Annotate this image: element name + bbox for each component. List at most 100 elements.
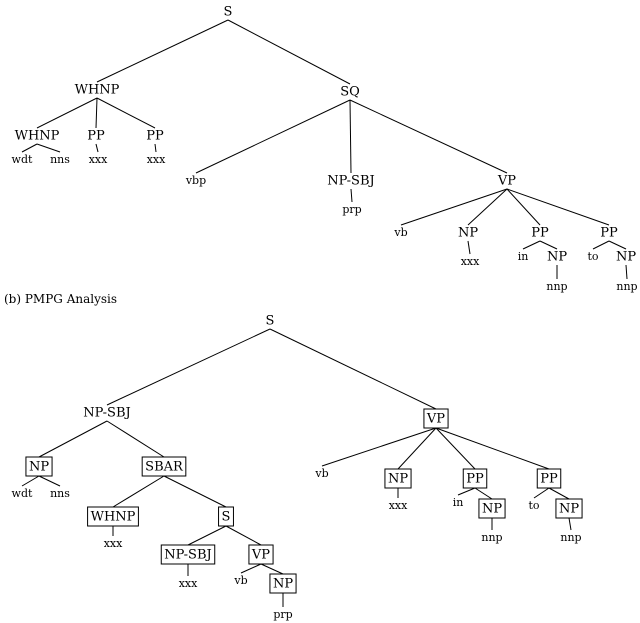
tree-b-edge-vp-pp1 <box>435 427 476 470</box>
tree-b-edge-s-vp <box>269 328 437 410</box>
node-boxes <box>25 408 583 594</box>
tree-b-edge-vp-pp2 <box>435 427 550 470</box>
tree-a-edge-s-whnp <box>96 19 229 83</box>
tree-a-edge-vp-vb <box>400 188 508 226</box>
tree-a-edge-whnp2-nns <box>36 143 61 153</box>
tree-b-box-np4 <box>555 498 583 519</box>
tree-b-node-np3: NP <box>482 502 502 517</box>
tree-b-box-whnp <box>87 506 139 527</box>
tree-b-edge-np4-np4_nnp <box>568 517 572 531</box>
tree-b-node-s: S <box>266 314 275 329</box>
tree-b-node-np2: NP <box>388 472 408 487</box>
tree-a-node-pp1: PP <box>87 129 105 144</box>
tree-a-edge-whnp-pp2 <box>96 97 156 129</box>
tree-b-box-vp <box>423 408 449 429</box>
tree-b-box-sbar <box>141 456 187 477</box>
tree-b-edge-npsbj-np <box>38 420 108 458</box>
tree-b-box-pp2 <box>536 468 562 489</box>
tree-a-edge-vp-pp3 <box>506 188 541 226</box>
tree-b-node-to: to <box>528 499 539 512</box>
tree-a-edge-pp2-pp2_xxx <box>154 143 157 153</box>
tree-a-node-np3-nnp: nnp <box>546 280 567 293</box>
tree-b-edge-np-nns <box>38 475 61 487</box>
tree-a-edge-sq-vp <box>349 99 508 174</box>
tree-b-edge-vp-vb <box>321 427 437 467</box>
tree-b-edge-s2-npsbj2 <box>187 525 227 546</box>
tree-b-edge-vp-np2 <box>397 427 437 470</box>
tree-b-node-np5: NP <box>273 577 293 592</box>
tree-a-node-pp1-xxx: xxx <box>89 153 108 166</box>
tree-b-edge-s-npsbj <box>106 328 271 406</box>
tree-b-node-wdt: wdt <box>12 487 33 500</box>
tree-b-box-pp1 <box>462 468 488 489</box>
tree-a-edge-npsbj-prp <box>350 188 353 203</box>
tree-b-box-s2 <box>218 506 234 527</box>
tree-a-node-npsbj: NP-SBJ <box>327 174 374 189</box>
tree-b-box-np2 <box>384 468 412 489</box>
tree-b-edge-pp2-np4 <box>548 487 570 500</box>
tree-a-edge-whnp2-wdt <box>21 143 38 153</box>
tree-b-node-whnp-xxx: xxx <box>104 537 123 550</box>
tree-a-node-np-xxx: xxx <box>461 255 480 268</box>
tree-b-node-vb2: vb <box>233 574 247 587</box>
tree-b-node-np: NP <box>29 460 49 475</box>
tree-b-edge-s2-vp2 <box>225 525 262 546</box>
tree-b-box-np <box>25 456 53 477</box>
tree-a-edge-pp1-pp1_xxx <box>95 143 99 153</box>
tree-a-node-pp2: PP <box>146 129 164 144</box>
tree-b-node-np4-nnp: nnp <box>560 531 581 544</box>
tree-b-box-npsbj2 <box>160 544 216 565</box>
tree-a-node-prp: prp <box>342 203 361 216</box>
tree-b-edge-npsbj-sbar <box>106 420 165 458</box>
tree-b-node-vp: VP <box>426 412 445 427</box>
tree-b-node-np3-nnp: nnp <box>481 531 502 544</box>
tree-a-edge-pp3-np3 <box>539 240 558 250</box>
tree-a-edge-sq-vbp <box>195 99 351 174</box>
tree-a-node-nns: nns <box>50 153 70 166</box>
tree-b-node-sbar: SBAR <box>145 460 184 475</box>
tree-a-edge-s-sq <box>227 19 351 85</box>
tree-a-edge-pp4-np4 <box>608 240 627 250</box>
tree-b-edge-pp1-np3 <box>474 487 493 500</box>
tree-a-edge-np-np_xxx <box>467 240 471 255</box>
tree-b-node-pp2: PP <box>540 472 558 487</box>
tree-b-node-npsbj2-xxx: xxx <box>179 577 198 590</box>
tree-b-node-s2: S <box>222 510 231 525</box>
tree-b-edge-sbar-s2 <box>163 475 227 508</box>
tree-b-edge-vp2-vb2 <box>240 563 262 574</box>
tree-b-node-npsbj: NP-SBJ <box>83 406 130 421</box>
tree-a-edge-pp3-in <box>522 240 541 250</box>
tree-a-node-wdt: wdt <box>12 153 33 166</box>
tree-b-box-np3 <box>478 498 506 519</box>
tree-b-edge-np-wdt <box>21 475 40 487</box>
tree-a-node-np4: NP <box>616 250 636 265</box>
tree-b-edge-pp1-in <box>457 487 476 496</box>
tree-a-node-whnp: WHNP <box>75 83 120 98</box>
tree-b-box-vp2 <box>248 544 274 565</box>
tree-b-node-vb: vb <box>314 467 328 480</box>
tree-edges <box>21 19 628 607</box>
tree-a-edge-vp-np <box>467 188 508 226</box>
tree-a-edge-pp4-to <box>592 240 610 250</box>
tree-a-node-vbp: vbp <box>185 174 206 187</box>
tree-a-node-np: NP <box>458 226 478 241</box>
tree-b-edge-sbar-whnp <box>112 475 165 508</box>
tree-b-node-npsbj2: NP-SBJ <box>164 548 211 563</box>
tree-a-node-vb: vb <box>393 226 407 239</box>
tree-a-node-in: in <box>518 250 529 263</box>
tree-b-node-vp2: VP <box>251 548 270 563</box>
tree-a-node-to: to <box>587 250 598 263</box>
tree-b-node-np4: NP <box>559 502 579 517</box>
caption-b: (b) PMPG Analysis <box>4 292 117 306</box>
tree-a-edge-vp-pp4 <box>506 188 610 226</box>
tree-a-node-whnp2: WHNP <box>15 129 60 144</box>
tree-b-node-np2-xxx: xxx <box>389 499 408 512</box>
tree-a-edge-sq-npsbj <box>349 99 352 174</box>
tree-a-edge-whnp-whnp2 <box>36 97 98 129</box>
tree-a-node-np4-nnp: nnp <box>616 280 637 293</box>
tree-b-edge-vp2-np5 <box>260 563 284 575</box>
tree-a-edge-whnp-pp1 <box>95 97 98 129</box>
tree-a-node-sq: SQ <box>340 85 360 100</box>
tree-a-node-pp4: PP <box>600 226 618 241</box>
